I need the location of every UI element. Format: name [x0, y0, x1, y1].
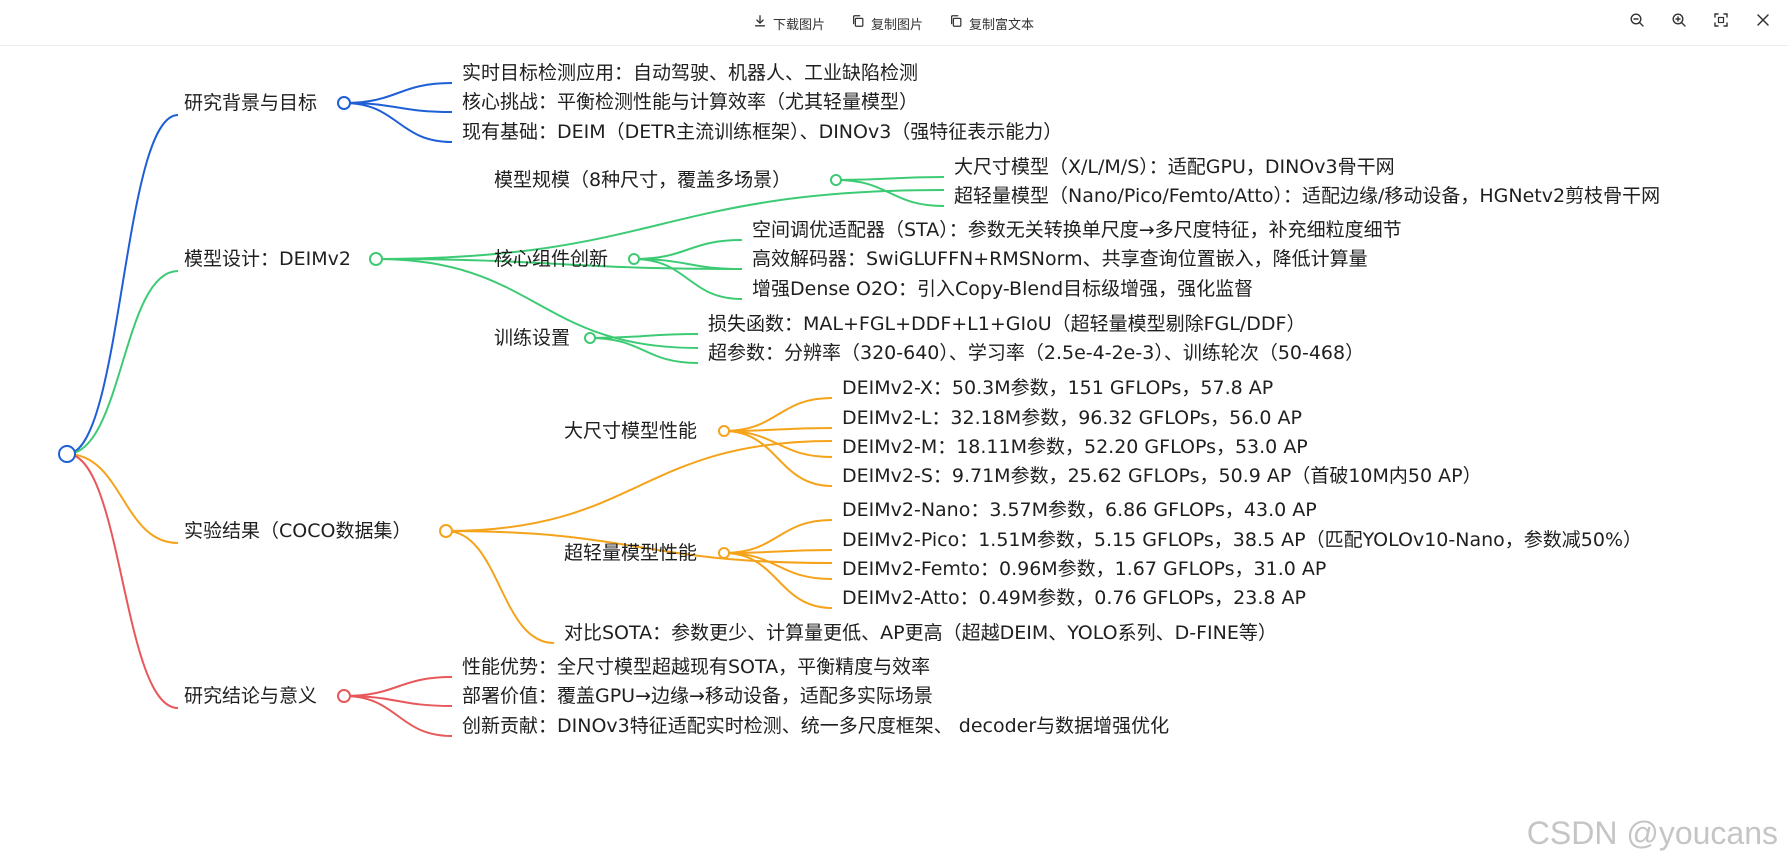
- leaf-performance-advantage[interactable]: 性能优势：全尺寸模型超越现有SOTA，平衡精度与效率: [462, 656, 931, 678]
- collapse-knob[interactable]: [718, 547, 730, 559]
- zoom-in-icon: [1671, 12, 1687, 32]
- collapse-knob[interactable]: [337, 96, 351, 110]
- leaf-loss-function[interactable]: 损失函数：MAL+FGL+DDF+L1+GIoU（超轻量模型剔除FGL/DDF）: [708, 313, 1306, 335]
- copy-icon: [851, 14, 865, 32]
- toolbar: 下载图片 复制图片 复制富文本: [0, 0, 1788, 46]
- download-image-label: 下载图片: [773, 17, 826, 33]
- edge-child-leaf: [723, 519, 833, 554]
- leaf-deimv2-femto[interactable]: DEIMv2-Femto：0.96M参数，1.67 GFLOPs，31.0 AP: [842, 558, 1327, 580]
- node-training-setup[interactable]: 训练设置: [494, 327, 571, 349]
- edge-child-leaf: [723, 552, 833, 609]
- node-core-components[interactable]: 核心组件创新: [494, 248, 609, 270]
- leaf-deimv2-m[interactable]: DEIMv2-M：18.11M参数，52.20 GFLOPs，53.0 AP: [842, 436, 1308, 458]
- collapse-knob[interactable]: [718, 425, 730, 437]
- leaf-efficient-decoder[interactable]: 高效解码器：SwiGLUFFN+RMSNorm、共享查询位置嵌入，降低计算量: [752, 248, 1368, 270]
- edge-child-leaf: [589, 337, 699, 364]
- close-button[interactable]: [1752, 11, 1774, 33]
- close-icon: [1755, 12, 1771, 32]
- leaf-hyperparameters[interactable]: 超参数：分辨率（320-640）、学习率（2.5e-4-2e-3）、训练轮次（5…: [708, 342, 1365, 364]
- edge-child-leaf: [723, 397, 833, 432]
- fit-screen-button[interactable]: [1710, 11, 1732, 33]
- leaf-deimv2-nano[interactable]: DEIMv2-Nano：3.57M参数，6.86 GFLOPs，43.0 AP: [842, 499, 1317, 521]
- collapse-knob[interactable]: [439, 524, 453, 538]
- edge-root-branch: [66, 453, 179, 544]
- edge-branch-child: [375, 189, 945, 260]
- leaf-deimv2-s[interactable]: DEIMv2-S：9.71M参数，25.62 GFLOPs，50.9 AP（首破…: [842, 465, 1482, 487]
- view-controls: [1626, 11, 1774, 33]
- node-ultralight-performance[interactable]: 超轻量模型性能: [564, 542, 698, 564]
- collapse-knob[interactable]: [830, 174, 842, 186]
- branch-conclusions[interactable]: 研究结论与意义: [184, 685, 318, 707]
- branch-experiment-results[interactable]: 实验结果（COCO数据集）: [184, 520, 412, 542]
- edge-branch-child: [445, 530, 555, 644]
- edge-branch-child: [343, 102, 453, 143]
- leaf-innovation-contribution[interactable]: 创新贡献：DINOv3特征适配实时检测、统一多尺度框架、 decoder与数据增…: [462, 715, 1170, 737]
- leaf-core-challenge[interactable]: 核心挑战：平衡检测性能与计算效率（尤其轻量模型）: [462, 91, 919, 113]
- edge-branch-child: [343, 676, 453, 697]
- zoom-out-icon: [1629, 12, 1645, 32]
- zoom-out-button[interactable]: [1626, 11, 1648, 33]
- leaf-deployment-value[interactable]: 部署价值：覆盖GPU→边缘→移动设备，适配多实际场景: [462, 685, 933, 707]
- edge-root-branch: [66, 270, 179, 455]
- collapse-knob[interactable]: [337, 689, 351, 703]
- leaf-deimv2-pico[interactable]: DEIMv2-Pico：1.51M参数，5.15 GFLOPs，38.5 AP（…: [842, 529, 1643, 551]
- edge-child-leaf: [633, 258, 743, 300]
- watermark: CSDN @youcans: [1526, 815, 1778, 851]
- branch-background-goals[interactable]: 研究背景与目标: [184, 92, 318, 114]
- leaf-dense-o2o[interactable]: 增强Dense O2O：引入Copy-Blend目标级增强，强化监督: [752, 278, 1254, 300]
- leaf-ultralight-models[interactable]: 超轻量模型（Nano/Pico/Femto/Atto）：适配边缘/移动设备，HG…: [954, 185, 1661, 207]
- edge-branch-child: [343, 82, 453, 104]
- node-large-model-performance[interactable]: 大尺寸模型性能: [564, 420, 698, 442]
- edge-child-leaf: [633, 239, 743, 260]
- edge-child-leaf: [723, 552, 833, 580]
- edge-branch-child: [375, 258, 743, 270]
- copy-image-button[interactable]: 复制图片: [851, 12, 923, 34]
- toolbar-actions: 下载图片 复制图片 复制富文本: [753, 12, 1034, 34]
- leaf-sta[interactable]: 空间调优适配器（STA）：参数无关转换单尺度→多尺度特征，补充细粒度细节: [752, 219, 1402, 241]
- leaf-sota-comparison[interactable]: 对比SOTA：参数更少、计算量更低、AP更高（超越DEIM、YOLO系列、D-F…: [564, 622, 1277, 644]
- edge-root-branch: [66, 114, 179, 455]
- copy-rich-text-button[interactable]: 复制富文本: [949, 12, 1034, 34]
- mindmap-edges: [58, 82, 945, 737]
- leaf-deimv2-l[interactable]: DEIMv2-L：32.18M参数，96.32 GFLOPs，56.0 AP: [842, 407, 1302, 429]
- edge-child-leaf: [835, 176, 945, 181]
- leaf-existing-basis[interactable]: 现有基础：DEIM（DETR主流训练框架）、DINOv3（强特征表示能力）: [462, 121, 1063, 143]
- leaf-deimv2-x[interactable]: DEIMv2-X：50.3M参数，151 GFLOPs，57.8 AP: [842, 377, 1274, 399]
- mindmap-canvas[interactable]: 研究背景与目标 实时目标检测应用：自动驾驶、机器人、工业缺陷检测 核心挑战：平衡…: [0, 46, 1788, 864]
- edge-child-leaf: [723, 430, 833, 487]
- branch-model-design[interactable]: 模型设计：DEIMv2: [184, 248, 351, 270]
- collapse-knob[interactable]: [584, 332, 596, 344]
- root-node-knob[interactable]: [58, 445, 76, 463]
- leaf-large-models[interactable]: 大尺寸模型（X/L/M/S）：适配GPU，DINOv3骨干网: [954, 156, 1395, 178]
- collapse-knob[interactable]: [628, 253, 640, 265]
- node-model-scale[interactable]: 模型规模（8种尺寸，覆盖多场景）: [494, 169, 792, 191]
- collapse-knob[interactable]: [369, 252, 383, 266]
- fit-screen-icon: [1713, 12, 1729, 32]
- edge-branch-child: [375, 258, 699, 349]
- leaf-deimv2-atto[interactable]: DEIMv2-Atto：0.49M参数，0.76 GFLOPs，23.8 AP: [842, 587, 1306, 609]
- edge-branch-child: [445, 530, 833, 564]
- copy-rich-text-label: 复制富文本: [969, 17, 1035, 33]
- copy-rich-icon: [949, 14, 963, 32]
- edge-branch-child: [343, 695, 453, 737]
- download-image-button[interactable]: 下载图片: [753, 12, 825, 34]
- leaf-realtime-applications[interactable]: 实时目标检测应用：自动驾驶、机器人、工业缺陷检测: [462, 62, 919, 84]
- edge-root-branch: [66, 453, 179, 709]
- edge-child-leaf: [723, 430, 833, 458]
- copy-image-label: 复制图片: [871, 17, 924, 33]
- zoom-in-button[interactable]: [1668, 11, 1690, 33]
- edge-child-leaf: [835, 179, 945, 207]
- download-icon: [753, 14, 767, 32]
